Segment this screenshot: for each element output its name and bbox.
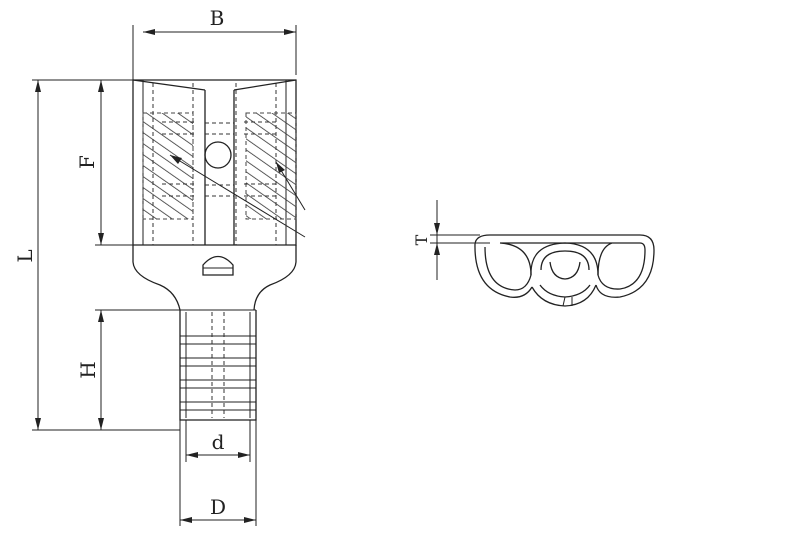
dimension-D: D (179, 420, 257, 526)
F-arrow-top (98, 80, 104, 92)
barrel-outline (179, 310, 257, 421)
leader-arrow-1 (170, 155, 182, 164)
funnel-dimple (202, 255, 234, 276)
B-label: B (210, 6, 225, 30)
dimension-L: L (13, 79, 180, 431)
barrel-serrations (180, 335, 256, 411)
L-arrow-top (35, 80, 41, 92)
center-detents (205, 122, 234, 197)
dimension-B: B (132, 6, 297, 80)
H-arrow-bottom (98, 418, 104, 430)
funnel-left (132, 245, 181, 311)
left-spring-hatch (142, 112, 194, 220)
top-bevel-right (233, 79, 297, 91)
funnel-right (253, 245, 297, 311)
T-label: T (412, 234, 431, 245)
section-outer-right (474, 234, 655, 298)
cross-section-view (474, 234, 655, 307)
d-arrow-left (186, 452, 198, 458)
T-arrow-top (434, 223, 440, 235)
dimension-H: H (76, 309, 180, 430)
L-label: L (13, 249, 37, 262)
left-detents (162, 121, 195, 197)
D-label: D (210, 495, 226, 519)
D-arrow-right (244, 517, 256, 523)
right-spring-hatch (245, 112, 297, 220)
D-arrow-left (180, 517, 192, 523)
F-label: F (75, 155, 99, 169)
section-center-arch (530, 242, 599, 276)
dimension-d: d (185, 420, 251, 462)
H-arrow-top (98, 310, 104, 322)
section-seam (562, 296, 573, 307)
B-arrow-left (143, 29, 155, 35)
section-bottom-curl-inner (539, 284, 591, 298)
front-view (132, 79, 306, 421)
d-label: d (212, 430, 225, 454)
section-outer-left (474, 243, 533, 298)
F-arrow-bottom (98, 233, 104, 245)
section-center-arch-inner (540, 250, 590, 271)
right-detents (244, 121, 277, 197)
section-bottom-curl (531, 284, 597, 307)
section-inner (484, 242, 646, 291)
dimension-F: F (75, 79, 133, 246)
section-center-cup (549, 261, 581, 280)
center-hole (204, 141, 232, 169)
leader-line-1 (169, 154, 306, 238)
B-arrow-right (284, 29, 296, 35)
H-label: H (76, 361, 100, 378)
dimension-T: T (412, 200, 490, 280)
T-arrow-bottom (434, 243, 440, 255)
d-arrow-right (238, 452, 250, 458)
L-arrow-bottom (35, 418, 41, 430)
leader-arrow-2 (276, 162, 285, 173)
top-bevel-left (132, 79, 206, 91)
